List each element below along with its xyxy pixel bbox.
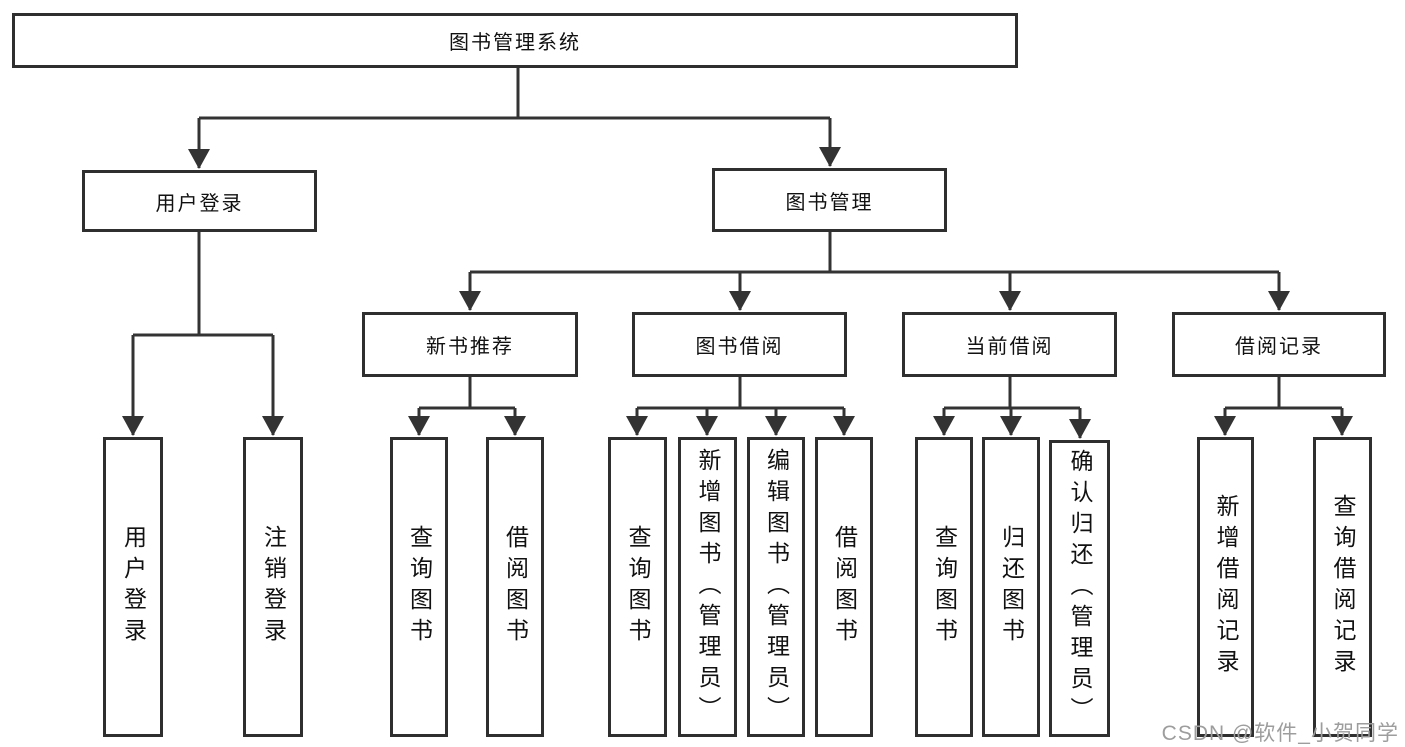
csdn-watermark: CSDN @软件_小贺同学 <box>1161 722 1399 745</box>
leaf-query-books-2: 查询图书 <box>608 437 667 737</box>
node-user-login-group: 用户登录 <box>82 170 317 232</box>
leaf-edit-books-admin: 编辑图书（管理员） <box>747 437 805 737</box>
leaf-confirm-return-admin: 确认归还（管理员） <box>1049 440 1110 737</box>
leaf-return-books: 归还图书 <box>982 437 1040 737</box>
leaf-query-borrow-record: 查询借阅记录 <box>1313 437 1372 737</box>
leaf-add-borrow-record: 新增借阅记录 <box>1197 437 1254 737</box>
node-borrowing-records: 借阅记录 <box>1172 312 1386 377</box>
leaf-query-books-3: 查询图书 <box>915 437 973 737</box>
leaf-user-login: 用户登录 <box>103 437 163 737</box>
node-new-book-recommendation: 新书推荐 <box>362 312 578 377</box>
node-root: 图书管理系统 <box>12 13 1018 68</box>
node-book-management: 图书管理 <box>712 168 947 232</box>
leaf-logout: 注销登录 <box>243 437 303 737</box>
leaf-borrow-books-1: 借阅图书 <box>486 437 544 737</box>
node-book-borrowing: 图书借阅 <box>632 312 847 377</box>
leaf-borrow-books-2: 借阅图书 <box>815 437 873 737</box>
leaf-query-books-1: 查询图书 <box>390 437 448 737</box>
leaf-add-books-admin: 新增图书（管理员） <box>678 437 737 737</box>
node-current-borrowing: 当前借阅 <box>902 312 1117 377</box>
